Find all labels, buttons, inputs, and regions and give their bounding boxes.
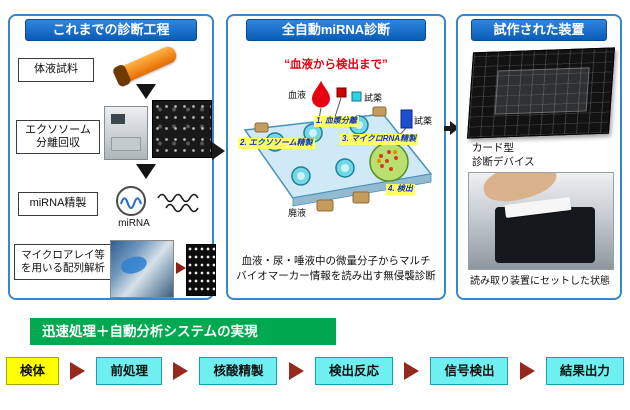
chip-label-blood: 血液 [288, 90, 307, 100]
flow-arrow-icon [519, 362, 535, 380]
step-body-fluid-sample: 体液試料 [18, 58, 94, 82]
flow-step-specimen: 検体 [6, 357, 60, 385]
down-arrow-icon [136, 164, 156, 179]
flow-arrow-icon [404, 362, 420, 380]
mirna-icon [116, 186, 146, 216]
blood-tube-photo [115, 44, 179, 85]
chip-subtitle: “血液から検出まで” [284, 59, 388, 71]
step-exosome-separation: エクソソーム 分離回収 [16, 120, 100, 154]
panel-title-conventional: これまでの診断工程 [25, 19, 197, 41]
waste-well [352, 191, 370, 204]
reagent-blue [400, 109, 413, 129]
reader-device-caption: 読み取り装置にセットした状態 [470, 276, 610, 287]
chip-step-microrna-purification: 3. マイクロRNA精製 [340, 134, 419, 145]
center-to-right-arrow-icon [450, 121, 459, 135]
panel-title-automated: 全自動miRNA診断 [246, 19, 426, 41]
chip-label-reagent-top: 試薬 [364, 93, 383, 103]
chip-label-waste: 廃液 [288, 208, 307, 218]
chip-step-detection: 4. 検出 [386, 184, 415, 195]
flow-arrow-icon [288, 362, 304, 380]
banner-rapid-processing: 迅速処理＋自動分析システムの実現 [30, 318, 336, 345]
chip-edge [292, 173, 432, 207]
card-device-caption: カード型 診断デバイス [472, 142, 535, 168]
reagent-red [336, 87, 347, 98]
panel-title-prototype: 試作された装置 [471, 19, 607, 41]
panel-prototype-devices: 試作された装置 カード型 診断デバイス 読み取り装置にセットした状態 [456, 14, 622, 300]
microfluidic-chip-illustration [243, 81, 433, 212]
mirna-label: miRNA [118, 218, 150, 229]
waste-well [316, 199, 334, 212]
center-panel-caption: 血液・尿・唾液中の微量分子からマルチ バイオマーカー情報を読み出す無侵襲診断 [236, 255, 436, 282]
workflow-strip: 検体 前処理 核酸精製 検出反応 信号検出 結果出力 [6, 356, 624, 386]
flow-step-nucleic-acid-purification: 核酸精製 [199, 357, 278, 385]
down-arrow-icon [136, 84, 156, 99]
left-to-center-arrow-icon [212, 142, 225, 160]
detection-chamber [369, 142, 409, 182]
flow-arrow-icon [70, 362, 86, 380]
microarray-scan-photo [186, 244, 216, 296]
blood-drop-icon [312, 81, 330, 108]
flow-step-result-output: 結果出力 [545, 357, 624, 385]
rna-strands-icon [157, 193, 199, 213]
lab-work-photo [110, 240, 174, 298]
mirna-squiggle-icon [120, 197, 142, 210]
flow-arrow-icon [173, 362, 189, 380]
right-arrow-icon [176, 262, 186, 274]
step-mirna-purification: miRNA精製 [18, 192, 98, 216]
reagent-cyan [351, 91, 362, 102]
chip-step-exosome-purification: 2. エクソソーム精製 [238, 138, 315, 149]
step-microarray-analysis: マイクロアレイ等 を用いる配列解析 [14, 244, 112, 280]
exosome-tem-photo [152, 100, 212, 158]
chip-step-plasma-separation: 1. 血漿分離 [314, 116, 359, 127]
chip-label-reagent-right: 試薬 [414, 116, 433, 126]
panel-automated-mirna-diagnosis: 全自動miRNA診断 “血液から検出まで” [226, 14, 446, 300]
reader-device-photo [468, 172, 614, 270]
flow-step-detection-reaction: 検出反応 [314, 357, 393, 385]
flow-step-signal-detection: 信号検出 [430, 357, 509, 385]
separation-instrument-photo [104, 106, 148, 160]
panel-conventional-process: これまでの診断工程 体液試料 エクソソーム 分離回収 miRNA精製 マイクロア… [8, 14, 216, 300]
center-to-right-arrow-shaft [444, 126, 450, 131]
flow-step-pretreatment: 前処理 [96, 357, 162, 385]
card-device-photo [467, 47, 615, 139]
